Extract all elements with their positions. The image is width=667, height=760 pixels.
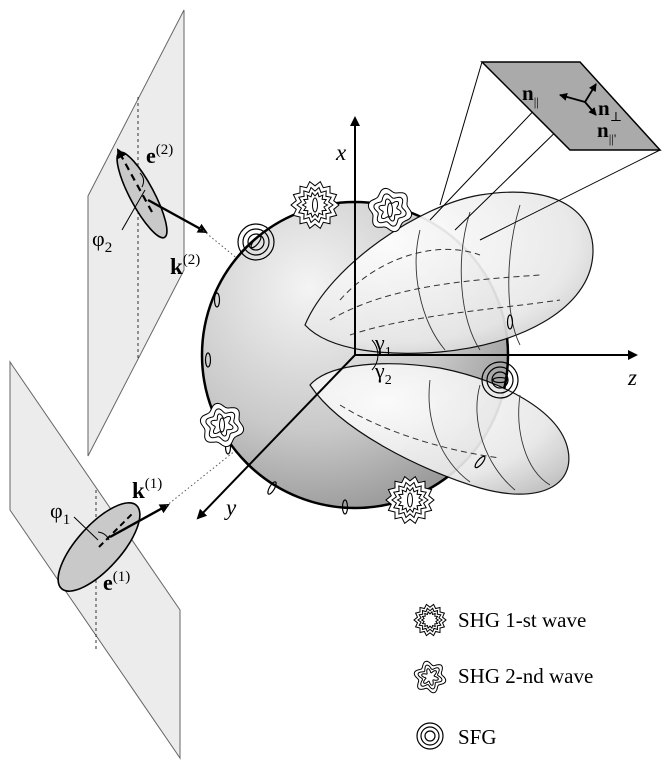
polarization-marker bbox=[312, 197, 318, 213]
polarization-marker bbox=[219, 417, 225, 433]
shg-first-wave-marker-top bbox=[290, 180, 340, 230]
beam2-wave-vector-arrow bbox=[147, 198, 208, 234]
n-parallel-label: n|| bbox=[522, 81, 539, 109]
beam1-polarization-label: e(1) bbox=[103, 569, 130, 595]
n-perp-label: n⊥ bbox=[598, 96, 622, 124]
beam1-wave-vector-arrow bbox=[109, 503, 170, 539]
legend-item-sfg: SFG bbox=[416, 722, 497, 750]
gamma1-label: γ1 bbox=[374, 330, 392, 360]
y-axis bbox=[196, 354, 356, 520]
detector-plane: n|| n⊥ n||' bbox=[480, 61, 662, 151]
beam2-polarization-label: e(2) bbox=[146, 142, 173, 168]
beam1-wave-vector-label: k(1) bbox=[132, 476, 162, 503]
svg-text:SFG: SFG bbox=[458, 725, 497, 749]
gamma2-arc bbox=[371, 354, 379, 371]
sfg-marker-upper-left bbox=[237, 223, 275, 261]
shg-second-wave-marker-left bbox=[199, 402, 245, 448]
legend-item-shg-first-wave: SHG 1-st wave bbox=[413, 603, 586, 637]
gamma1-arc bbox=[371, 339, 379, 356]
polarization-marker bbox=[407, 492, 413, 508]
y-axis-label: y bbox=[224, 495, 237, 520]
polarization-marker bbox=[387, 202, 393, 218]
wavy-ring bbox=[421, 668, 439, 686]
shg-first-wave-icon bbox=[413, 603, 447, 637]
beam2-polarization-plane: e(2) φ2 bbox=[87, 9, 185, 457]
x-axis-label: x bbox=[335, 140, 347, 165]
z-axis-label: z bbox=[627, 365, 637, 390]
spiky-ring bbox=[420, 610, 440, 630]
svg-text:SHG 2-nd wave: SHG 2-nd wave bbox=[458, 664, 593, 688]
n-parallel-prime-label: n||' bbox=[597, 118, 616, 146]
beam2-wave-vector-label: k(2) bbox=[170, 252, 200, 279]
beam2-angle-label: φ2 bbox=[92, 226, 112, 256]
shg-first-wave-marker-bottom bbox=[385, 475, 435, 525]
sfg-marker-right bbox=[481, 361, 519, 399]
beam1-angle-label: φ1 bbox=[50, 498, 70, 528]
shg-second-wave-marker-top bbox=[367, 187, 413, 233]
sfg-icon bbox=[416, 722, 444, 750]
legend-item-shg-second-wave: SHG 2-nd wave bbox=[413, 660, 593, 694]
legend: SHG 1-st wave SHG 2-nd wave SFG bbox=[413, 603, 593, 750]
gamma2-label: γ2 bbox=[374, 358, 392, 388]
beam1-polarization-plane: e(1) φ1 bbox=[9, 360, 181, 760]
shg-second-wave-icon bbox=[413, 660, 447, 694]
svg-text:SHG 1-st wave: SHG 1-st wave bbox=[458, 608, 586, 632]
radiation-pattern-lobes bbox=[304, 191, 594, 495]
